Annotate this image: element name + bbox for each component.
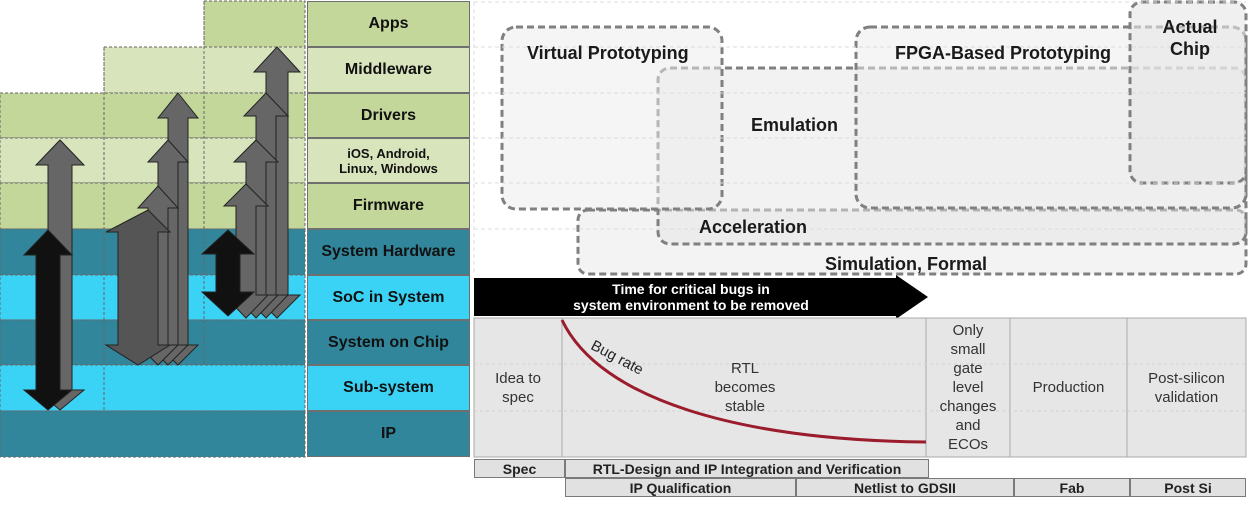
label-emulation: Emulation (751, 115, 839, 135)
phase-grid (473, 317, 1247, 458)
layer-apps: Apps (307, 1, 470, 47)
layer-drivers: Drivers (307, 93, 470, 138)
label-fpga-prototyping: FPGA-Based Prototyping (895, 43, 1112, 63)
critical-bugs-arrow (474, 275, 928, 319)
bug-rate-curve (560, 319, 927, 444)
box-virtual (500, 25, 724, 211)
row-guides (473, 1, 1246, 275)
label-actual-chip: Actual Chip (1162, 17, 1218, 59)
arrows-subsystem (22, 139, 86, 411)
layer-sub-system: Sub-system (307, 365, 470, 411)
layer-soc-in-system: SoC in System (307, 275, 470, 320)
layer-firmware: Firmware (307, 183, 470, 229)
layer-system-on-chip: System on Chip (307, 320, 470, 365)
arrows-system (200, 46, 302, 319)
label-virtual-prototyping: Virtual Prototyping (527, 43, 689, 63)
timeline-rtl-design: RTL-Design and IP Integration and Verifi… (565, 459, 929, 478)
layer-os: iOS, Android, Linux, Windows (307, 138, 470, 183)
timeline-fab: Fab (1014, 478, 1130, 497)
timeline-ip-qualification: IP Qualification (565, 478, 796, 497)
label-acceleration: Acceleration (699, 217, 808, 237)
layer-ip: IP (307, 411, 470, 457)
phase-rtl-stable: RTL becomes stable (714, 360, 776, 415)
phase-production: Production (1032, 379, 1105, 396)
critical-bugs-text: Time for critical bugs in system environ… (573, 281, 809, 313)
timeline-spec: Spec (474, 459, 565, 478)
phase-post-silicon: Post-silicon validation (1148, 369, 1225, 406)
layer-system-hardware: System Hardware (307, 229, 470, 275)
timeline-netlist-gdsii: Netlist to GDSII (796, 478, 1014, 497)
phase-idea-to-spec: Idea to spec (495, 369, 541, 406)
label-simulation-formal: Simulation, Formal (825, 254, 988, 274)
timeline-post-si: Post Si (1130, 478, 1246, 497)
phase-gate-level: Only small gate level changes and ECOs (939, 322, 997, 453)
layer-middleware: Middleware (307, 47, 470, 93)
arrows-soc (104, 92, 200, 366)
